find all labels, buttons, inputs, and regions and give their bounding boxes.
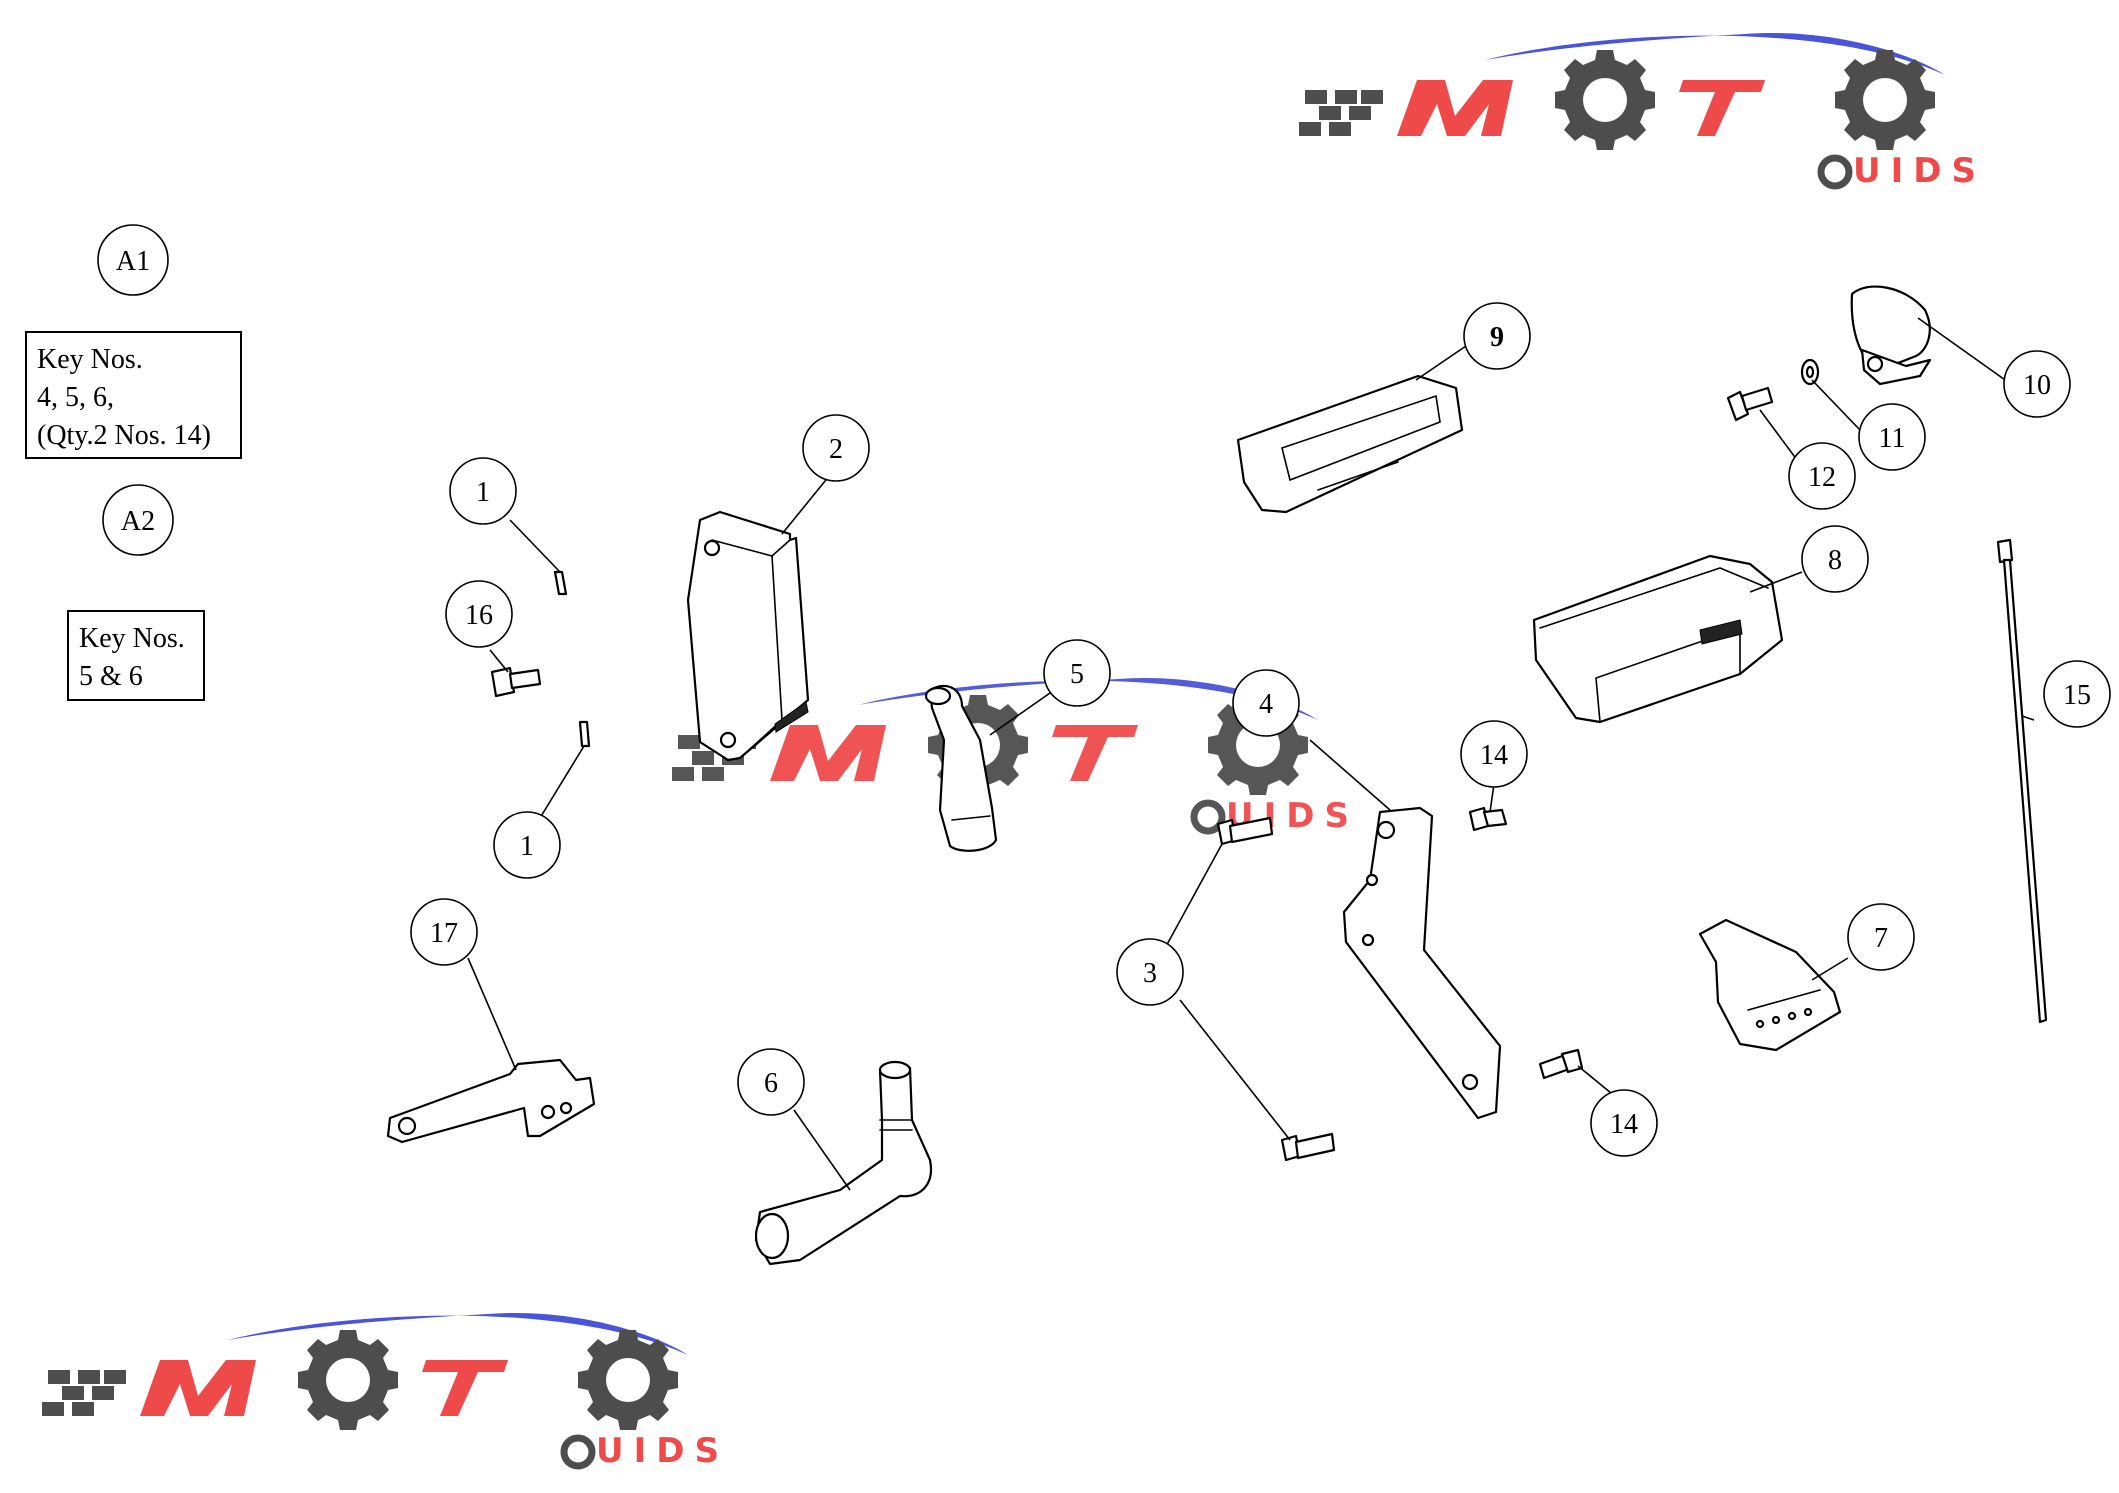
part-5-pipe	[924, 684, 998, 852]
callout-7: 7	[1847, 903, 1915, 971]
group-label-a2: A2	[102, 484, 174, 556]
part-7-connector	[1698, 918, 1842, 1052]
part-9-cover	[1236, 374, 1464, 514]
callout-8: 8	[1801, 525, 1869, 593]
svg-text:2: 2	[829, 434, 843, 465]
leader-lines	[467, 317, 2035, 1191]
callout-14-lower: 14	[1590, 1089, 1658, 1157]
part-14-bolt-lower	[1538, 1048, 1584, 1080]
part-2-module	[686, 510, 810, 762]
svg-text:14: 14	[1610, 1109, 1638, 1140]
callout-1-lower: 1	[493, 811, 561, 879]
key-box-a2: Key Nos. 5 & 6	[67, 610, 205, 701]
group-label-a1-text: A1	[116, 246, 150, 277]
callout-17: 17	[410, 898, 478, 966]
svg-text:11: 11	[1879, 423, 1906, 454]
part-3-bolt-upper	[1216, 816, 1274, 846]
svg-text:9: 9	[1490, 322, 1504, 353]
callout-16: 16	[445, 580, 513, 648]
svg-text:1: 1	[476, 477, 490, 508]
part-17-bracket	[386, 1058, 596, 1144]
callout-12: 12	[1788, 442, 1856, 510]
svg-text:1: 1	[520, 831, 534, 862]
part-14-bolt-upper	[1468, 806, 1508, 832]
group-label-a1: A1	[97, 224, 169, 296]
key-box-a2-line-1: Key Nos.	[79, 623, 185, 654]
part-11-washer	[1800, 358, 1820, 386]
callout-5: 5	[1043, 639, 1111, 707]
svg-text:7: 7	[1874, 923, 1888, 954]
callout-11: 11	[1858, 403, 1926, 471]
svg-text:5: 5	[1070, 659, 1084, 690]
svg-text:10: 10	[2023, 370, 2051, 401]
part-6-elbow-hose	[754, 1060, 933, 1266]
svg-text:14: 14	[1480, 740, 1508, 771]
part-10-sensor	[1850, 285, 1932, 386]
svg-text:4: 4	[1259, 689, 1273, 720]
callout-4: 4	[1232, 669, 1300, 737]
watermark-logo-bottom	[42, 1313, 729, 1471]
callout-9: 9	[1463, 302, 1531, 370]
part-12-bolt	[1726, 386, 1774, 422]
key-box-a1-line-2: 4, 5, 6,	[37, 382, 114, 413]
svg-text:15: 15	[2063, 680, 2091, 711]
svg-text:3: 3	[1143, 958, 1157, 989]
svg-text:8: 8	[1828, 545, 1842, 576]
part-1-clip-upper	[553, 570, 568, 596]
callout-3: 3	[1116, 938, 1184, 1006]
callout-15: 15	[2043, 660, 2111, 728]
key-box-a1: Key Nos. 4, 5, 6, (Qty.2 Nos. 14)	[25, 331, 242, 459]
svg-text:17: 17	[430, 918, 458, 949]
part-15-cable-tie	[1996, 538, 2048, 1024]
svg-text:16: 16	[465, 600, 493, 631]
part-1-clip-lower	[578, 720, 591, 748]
callout-14-upper: 14	[1460, 720, 1528, 788]
part-16-bolt	[490, 666, 542, 698]
part-3-bolt-lower	[1280, 1132, 1336, 1162]
callout-6: 6	[737, 1048, 805, 1116]
part-4-bracket	[1342, 806, 1502, 1120]
part-8-ecu	[1532, 554, 1784, 724]
svg-text:12: 12	[1808, 462, 1836, 493]
callout-10: 10	[2003, 350, 2071, 418]
key-box-a2-line-2: 5 & 6	[79, 661, 143, 692]
callout-2: 2	[802, 414, 870, 482]
key-box-a1-line-1: Key Nos.	[37, 344, 143, 375]
svg-text:6: 6	[764, 1068, 778, 1099]
key-box-a1-line-3: (Qty.2 Nos. 14)	[37, 420, 211, 451]
callout-1-upper: 1	[449, 457, 517, 525]
group-label-a2-text: A2	[121, 506, 155, 537]
watermark-logo-top	[1299, 33, 1986, 191]
